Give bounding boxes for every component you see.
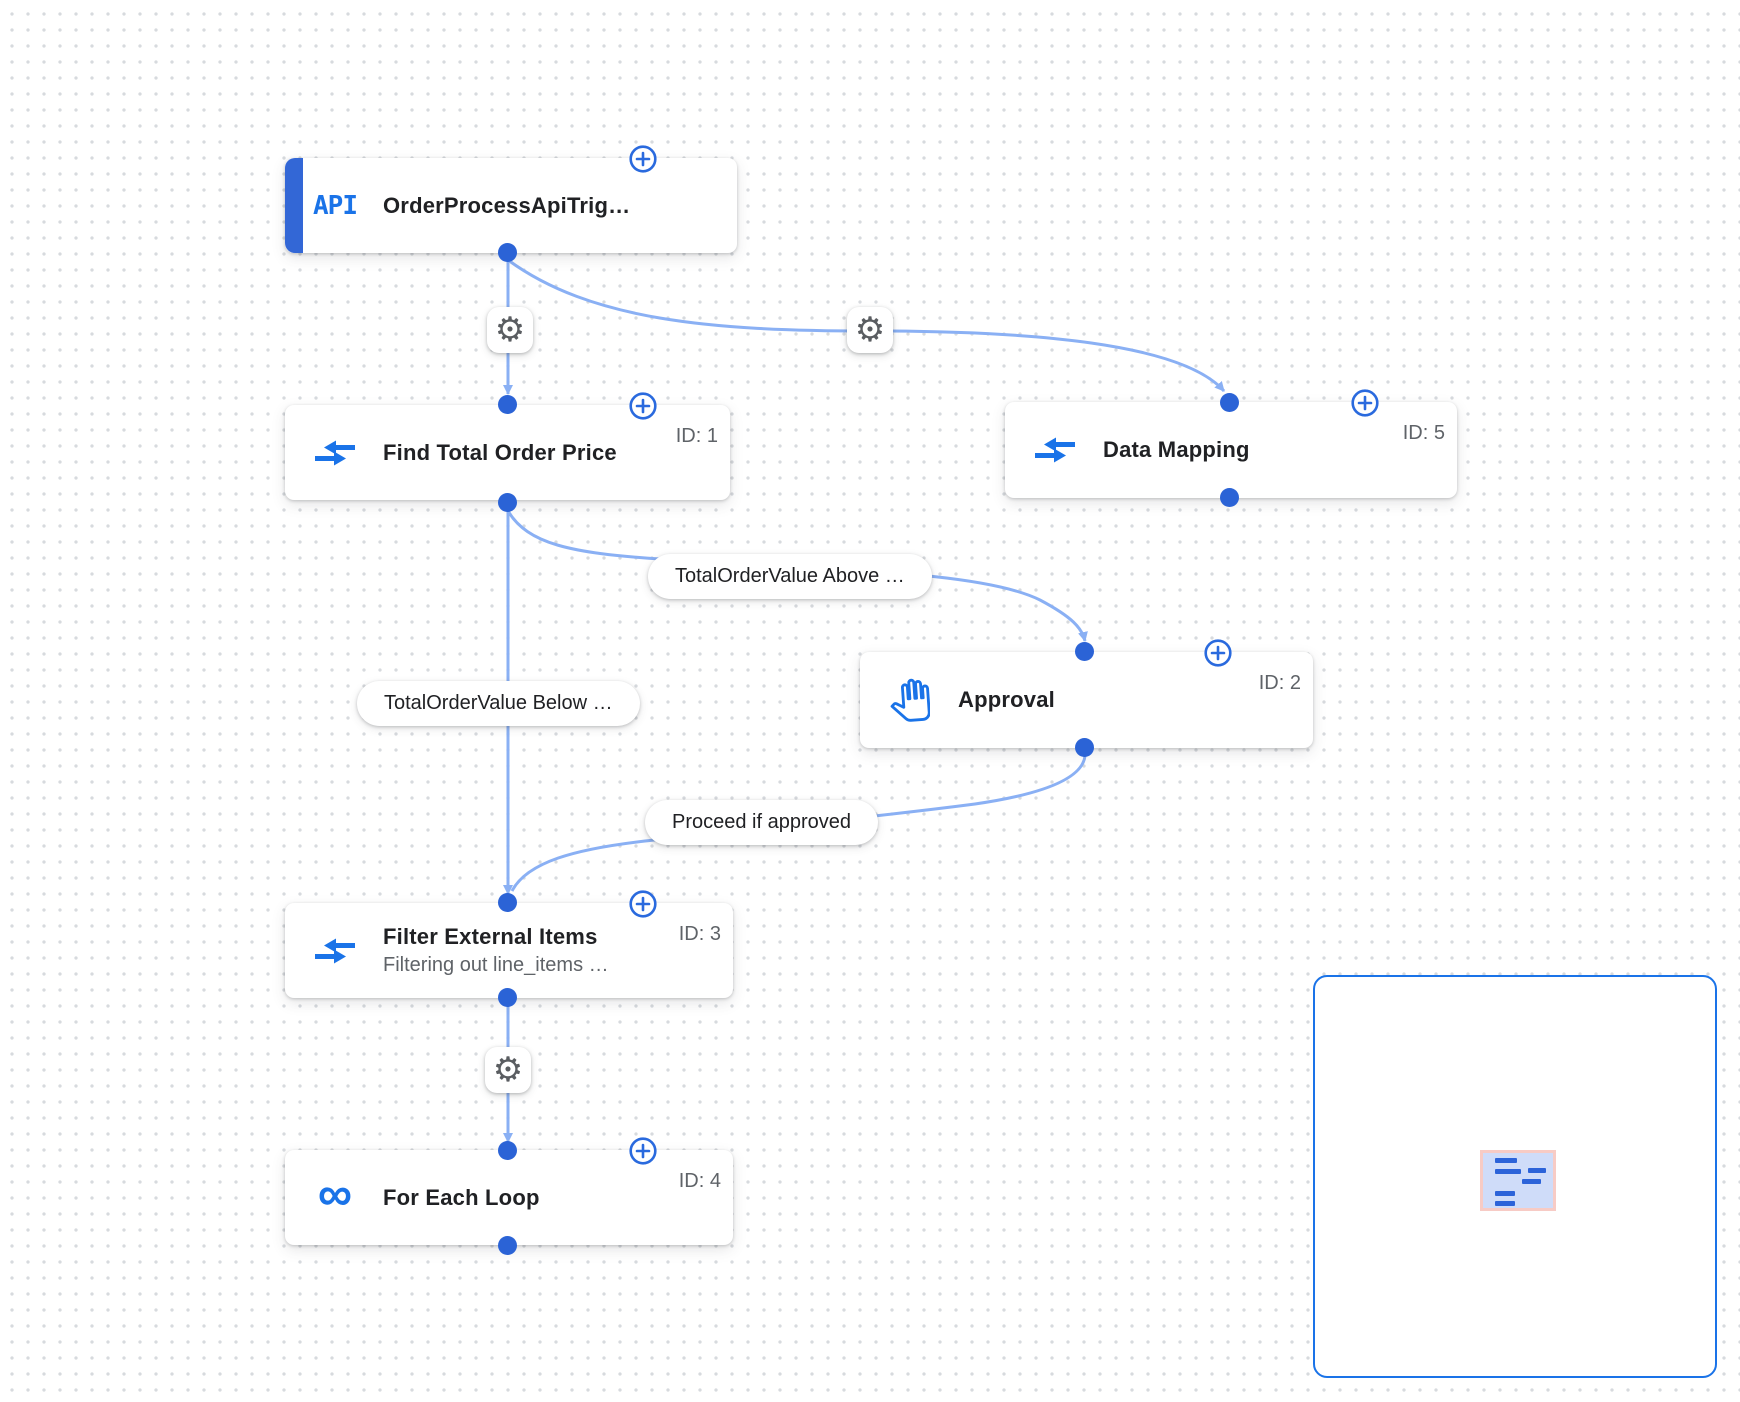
edge-gear-icon[interactable]: ⚙ bbox=[487, 307, 533, 353]
node-find-total-order-price[interactable]: ID: 1 Find Total Order Price bbox=[285, 392, 730, 500]
minimap-node-bar bbox=[1528, 1168, 1546, 1173]
node-id-badge: ID: 3 bbox=[678, 923, 721, 945]
plus-icon bbox=[1204, 639, 1232, 667]
add-step-button[interactable] bbox=[1203, 638, 1233, 668]
connection-point[interactable] bbox=[498, 1141, 517, 1160]
connection-point[interactable] bbox=[498, 493, 517, 512]
loop-infinity-icon: ∞ bbox=[317, 1167, 353, 1221]
add-step-button[interactable] bbox=[628, 391, 658, 421]
minimap[interactable] bbox=[1313, 975, 1717, 1378]
connection-point[interactable] bbox=[498, 893, 517, 912]
edge-label-total-below[interactable]: TotalOrderValue Below … bbox=[357, 681, 640, 726]
node-data-mapping[interactable]: ID: 5 Data Mapping bbox=[1005, 389, 1457, 498]
plus-icon bbox=[629, 890, 657, 918]
node-filter-external-items[interactable]: ID: 3 Filter External Items Filtering ou… bbox=[285, 890, 733, 998]
add-step-button[interactable] bbox=[628, 144, 658, 174]
connection-point[interactable] bbox=[1075, 642, 1094, 661]
gear-icon: ⚙ bbox=[854, 311, 886, 349]
edge-label-total-above[interactable]: TotalOrderValue Above … bbox=[648, 554, 932, 599]
data-mapping-icon bbox=[312, 438, 358, 468]
edge-label-proceed-if-approved[interactable]: Proceed if approved bbox=[645, 800, 879, 845]
minimap-node-bar bbox=[1495, 1201, 1515, 1206]
node-title: Approval bbox=[958, 687, 1055, 712]
node-id-badge: ID: 4 bbox=[678, 1170, 721, 1192]
node-title: Find Total Order Price bbox=[383, 439, 617, 465]
plus-icon bbox=[629, 1137, 657, 1165]
node-title: For Each Loop bbox=[383, 1184, 540, 1210]
node-id-badge: ID: 1 bbox=[675, 425, 718, 447]
edge-gear-icon[interactable]: ⚙ bbox=[485, 1047, 531, 1093]
plus-icon bbox=[629, 392, 657, 420]
api-trigger-icon: API bbox=[313, 190, 358, 221]
node-approval[interactable]: ID: 2 Approval bbox=[860, 639, 1313, 748]
edge-gear-icon[interactable]: ⚙ bbox=[847, 307, 893, 353]
add-step-button[interactable] bbox=[628, 1136, 658, 1166]
node-id-badge: ID: 2 bbox=[1258, 672, 1301, 694]
connection-point[interactable] bbox=[1220, 393, 1239, 412]
trigger-accent-bar bbox=[285, 158, 303, 253]
data-mapping-icon bbox=[1032, 435, 1078, 465]
data-mapping-icon bbox=[312, 936, 358, 966]
gear-icon: ⚙ bbox=[492, 1051, 524, 1089]
node-subtitle: Filtering out line_items … bbox=[383, 954, 609, 976]
node-title: OrderProcessApiTrig… bbox=[383, 192, 631, 218]
connection-point[interactable] bbox=[498, 395, 517, 414]
node-for-each-loop[interactable]: ID: 4 ∞ For Each Loop bbox=[285, 1137, 733, 1245]
gear-icon: ⚙ bbox=[494, 311, 526, 349]
add-step-button[interactable] bbox=[1350, 388, 1380, 418]
node-title: Data Mapping bbox=[1103, 437, 1250, 462]
connection-point[interactable] bbox=[498, 1236, 517, 1255]
node-id-badge: ID: 5 bbox=[1402, 422, 1445, 444]
add-step-button[interactable] bbox=[628, 889, 658, 919]
minimap-viewport[interactable] bbox=[1480, 1150, 1556, 1211]
connection-point[interactable] bbox=[498, 243, 517, 262]
minimap-node-bar bbox=[1495, 1191, 1515, 1196]
plus-icon bbox=[1351, 389, 1379, 417]
plus-icon bbox=[629, 145, 657, 173]
minimap-node-bar bbox=[1495, 1169, 1521, 1174]
minimap-node-bar bbox=[1495, 1158, 1517, 1163]
minimap-node-bar bbox=[1522, 1179, 1541, 1184]
node-title: Filter External Items bbox=[383, 924, 598, 949]
connection-point[interactable] bbox=[1220, 488, 1239, 507]
approval-hand-icon bbox=[887, 678, 933, 722]
connection-point[interactable] bbox=[1075, 738, 1094, 757]
connection-point[interactable] bbox=[498, 988, 517, 1007]
node-order-process-api-trigger[interactable]: API OrderProcessApiTrig… bbox=[285, 145, 737, 253]
